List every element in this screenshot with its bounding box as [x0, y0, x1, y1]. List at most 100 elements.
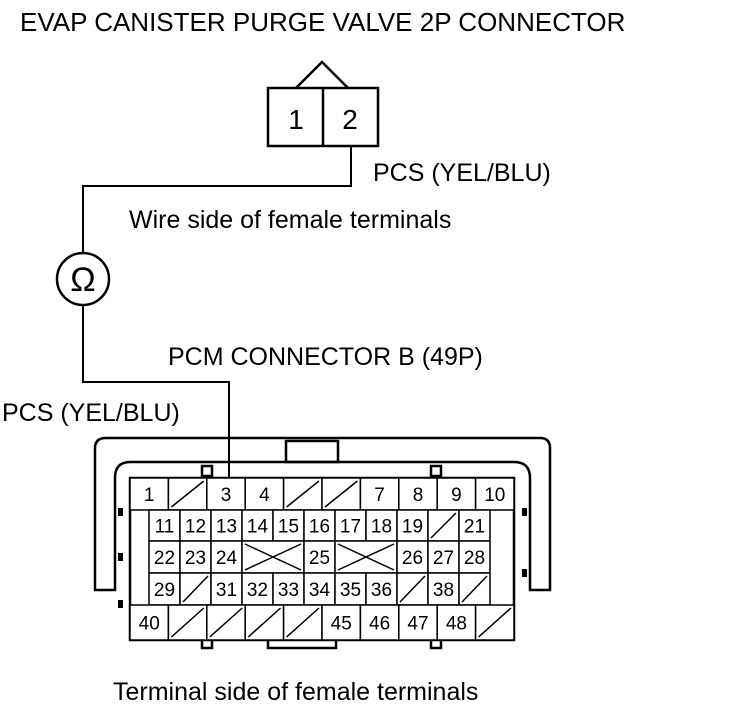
- terminal-cell-border: [303, 540, 336, 574]
- terminal-cell-border: [396, 509, 429, 542]
- terminal-number: 48: [446, 614, 467, 635]
- pcm-terminal-cell: [334, 540, 398, 574]
- terminal-number: 32: [247, 580, 268, 601]
- terminal-number: 21: [464, 517, 485, 538]
- terminal-number: 34: [309, 580, 331, 601]
- terminal-number: 38: [433, 580, 454, 601]
- lower-test-lead: [82, 305, 230, 488]
- terminal-cell-border: [334, 572, 367, 606]
- terminal-number: 45: [331, 614, 352, 635]
- pcm-terminal-cell: 15: [272, 509, 305, 542]
- pcm-terminal-cell: 25: [303, 540, 336, 574]
- terminal-number: 10: [484, 485, 505, 506]
- pcm-terminal-cell: 21: [458, 509, 491, 542]
- pcm-terminal-cell: 26: [396, 540, 429, 574]
- pcm-terminal-cell: 18: [365, 509, 398, 542]
- unused-terminal-slash: [286, 480, 320, 508]
- terminal-cell-border: [210, 572, 243, 606]
- terminal-cell-border: [398, 604, 438, 641]
- pcm-terminal-cell: 34: [303, 572, 336, 606]
- diagram-title: EVAP CANISTER PURGE VALVE 2P CONNECTOR: [20, 7, 626, 37]
- pcm-terminal-cell: 3: [206, 477, 246, 511]
- terminal-number: 8: [413, 485, 424, 506]
- pcm-terminal-cell: 7: [359, 477, 400, 511]
- pcm-terminal-cell: 22: [148, 540, 181, 574]
- terminal-number: 12: [185, 517, 206, 538]
- unused-terminal-slash: [247, 607, 282, 638]
- pcm-terminal-cell: 13: [210, 509, 243, 542]
- unused-terminal-slash: [170, 607, 205, 638]
- pcm-wire-label: PCS (YEL/BLU): [2, 399, 180, 427]
- pcm-terminal-cell: 48: [436, 604, 477, 641]
- pcm-terminal-cell: 9: [436, 477, 477, 511]
- side-mark-left-3: [118, 600, 123, 608]
- pcm-terminal-cell: [167, 477, 208, 511]
- pcm-terminal-cell: 11: [148, 509, 181, 542]
- housing-top-notch-right: [429, 464, 443, 478]
- side-mark-left-1: [118, 508, 123, 516]
- unused-terminal-slash: [430, 512, 457, 539]
- pcm-terminal-cell: 47: [398, 604, 438, 641]
- purge-valve-caption: Wire side of female terminals: [129, 206, 452, 234]
- pcm-terminal-cell: 23: [179, 540, 212, 574]
- pcm-terminal-cell: [179, 572, 212, 606]
- terminal-cell-border: [321, 604, 362, 641]
- terminal-cell-border: [458, 540, 491, 574]
- terminal-number: 47: [407, 614, 428, 635]
- terminal-number: 16: [309, 517, 330, 538]
- unused-terminal-slash: [324, 480, 358, 508]
- terminal-cell-border: [359, 477, 400, 511]
- terminal-number: 17: [340, 517, 361, 538]
- side-mark-right-2: [522, 569, 527, 577]
- ohm-icon: Ω: [70, 261, 95, 299]
- pcm-terminal-cell: 29: [148, 572, 181, 606]
- pcm-terminal-cell: 27: [427, 540, 460, 574]
- unused-terminal-slash: [286, 607, 320, 638]
- pcm-connector-caption: Terminal side of female terminals: [113, 678, 479, 706]
- ohmmeter-dial: [55, 251, 111, 307]
- pcm-terminal-cell: [396, 572, 429, 606]
- terminal-number: 26: [402, 548, 423, 569]
- housing-top-key: [284, 439, 340, 464]
- side-mark-right-1: [522, 508, 527, 516]
- pcm-terminal-cell: 12: [179, 509, 212, 542]
- terminal-number: 35: [340, 580, 361, 601]
- terminal-cell-border: [148, 540, 181, 574]
- pcm-terminal-cell: [321, 477, 362, 511]
- pcm-terminal-cell: [282, 477, 323, 511]
- terminal-cell-border: [210, 509, 243, 542]
- pcm-terminal-cell: [241, 540, 305, 574]
- terminal-number: 40: [139, 614, 160, 635]
- terminal-number: 3: [221, 485, 232, 506]
- side-mark-left-2: [118, 553, 123, 561]
- unused-terminal-slash: [399, 575, 426, 603]
- pcm-terminal-cell: 40: [129, 604, 170, 641]
- terminal-number: 36: [371, 580, 392, 601]
- pcm-terminal-cell: 19: [396, 509, 429, 542]
- terminal-cell-border: [206, 477, 246, 511]
- pcm-terminal-cell: 16: [303, 509, 336, 542]
- pcm-terminal-cell: 32: [241, 572, 274, 606]
- unused-terminal-slash: [182, 575, 209, 603]
- pcm-terminal-cell: 35: [334, 572, 367, 606]
- connector-latch: [295, 60, 349, 89]
- pcm-terminal-cell: 46: [359, 604, 400, 641]
- unused-terminal-slash: [209, 607, 243, 638]
- terminal-number: 23: [185, 548, 206, 569]
- terminal-cell-border: [129, 604, 170, 641]
- purge-valve-connector: 1 2: [266, 60, 380, 148]
- pcm-terminal-cell: 8: [398, 477, 438, 511]
- housing-outer: [93, 436, 552, 592]
- pcm-terminal-cell: 17: [334, 509, 367, 542]
- terminal-number: 31: [216, 580, 237, 601]
- unused-terminal-slash: [478, 607, 512, 638]
- terminal-cell-border: [458, 509, 491, 542]
- terminal-number: 7: [374, 485, 385, 506]
- housing-top-notch-left: [200, 464, 214, 478]
- terminal-number: 27: [433, 548, 454, 569]
- terminal-number: 25: [309, 548, 330, 569]
- terminal-cell-border: [474, 477, 515, 511]
- terminal-cell-border: [436, 604, 477, 641]
